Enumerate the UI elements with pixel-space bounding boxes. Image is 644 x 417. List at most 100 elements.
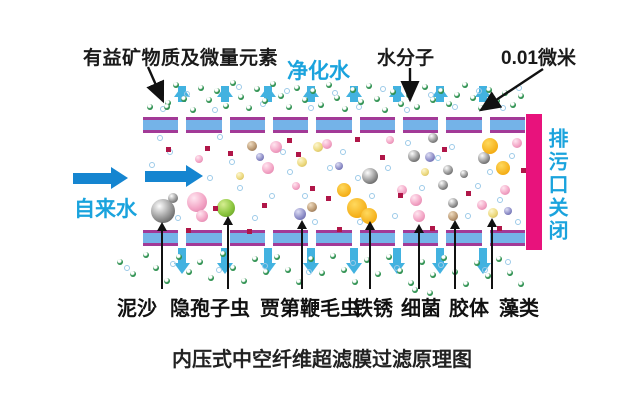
feed-flow-arrow-stem — [145, 170, 186, 182]
particle-gray-sphere — [168, 193, 178, 203]
water-molecule-dot — [302, 193, 308, 199]
water-molecule-dot — [487, 169, 493, 175]
mineral-dot — [364, 257, 370, 263]
water-molecule-dot — [505, 259, 511, 265]
contaminant-pointer-arrow-stem — [454, 228, 456, 289]
water-molecule-dot — [419, 185, 425, 191]
particle-paleyellow-sphere — [313, 142, 323, 152]
feed-flow-arrow-head — [111, 167, 128, 189]
water-molecule-label: 水分子 — [377, 48, 435, 69]
mineral-dot — [294, 85, 300, 91]
particle-gold-sphere — [361, 208, 377, 224]
mineral-dot — [510, 102, 516, 108]
particle-pink-sphere — [397, 185, 407, 195]
mineral-dot — [485, 273, 491, 279]
mineral-dot — [412, 287, 418, 293]
mineral-dot — [463, 281, 469, 287]
rust-particle — [337, 227, 342, 232]
tap-water-label: 自来水 — [74, 198, 137, 221]
particle-pink-sphere — [292, 182, 300, 190]
particle-pink-sphere — [413, 210, 425, 222]
permeate-arrow-up-stem — [350, 86, 358, 102]
particle-pink-sphere — [386, 136, 394, 144]
contaminant-label-3: 贾第鞭毛虫 — [260, 298, 360, 320]
rust-particle — [521, 168, 526, 173]
permeate-arrow-down — [432, 248, 448, 274]
contaminant-pointer-arrow-head — [365, 221, 375, 230]
particle-tan-sphere — [307, 202, 317, 212]
contaminant-label-6: 胶体 — [449, 298, 489, 320]
mineral-dot — [518, 93, 524, 99]
membrane-top — [143, 117, 525, 133]
rust-particle — [262, 203, 267, 208]
particle-gray-sphere — [438, 180, 448, 190]
rust-particle — [466, 191, 471, 196]
membrane-segment — [186, 230, 222, 246]
water-molecule-dot — [340, 149, 346, 155]
mineral-dot — [286, 104, 292, 110]
purified-water-label: 净化水 — [287, 60, 350, 83]
particle-gray-sphere — [478, 152, 490, 164]
particle-pink-sphere — [512, 138, 522, 148]
mineral-dot — [502, 90, 508, 96]
contaminant-label-1: 泥沙 — [117, 298, 157, 320]
mineral-dot — [375, 271, 381, 277]
rust-particle — [310, 186, 315, 191]
contaminant-label-2: 隐孢子虫 — [170, 298, 250, 320]
contaminant-pointer-arrow-stem — [491, 226, 493, 289]
water-molecule-dot — [175, 215, 181, 221]
rust-particle — [296, 152, 301, 157]
membrane-segment — [402, 117, 439, 133]
mineral-dot — [156, 89, 162, 95]
membrane-segment — [489, 230, 525, 246]
contaminant-pointer-arrow-stem — [227, 224, 229, 289]
membrane-segment — [316, 117, 352, 133]
water-molecule-dot — [280, 149, 286, 155]
drain-outlet-bar — [526, 114, 542, 250]
mineral-dot — [438, 88, 444, 94]
particle-pink-sphere — [477, 200, 487, 210]
particle-pink-sphere — [270, 141, 282, 153]
water-molecule-dot — [236, 84, 242, 90]
mineral-dot — [319, 270, 325, 276]
mineral-dot — [296, 279, 302, 285]
mineral-dot — [462, 82, 468, 88]
permeate-arrow-up-stem — [221, 86, 229, 102]
water-molecule-dot — [217, 134, 223, 140]
water-molecule-dot — [149, 162, 155, 168]
permeate-arrow-down-stem — [307, 248, 315, 263]
water-molecule-dot — [237, 185, 243, 191]
water-molecule-dot — [124, 265, 130, 271]
rust-particle — [213, 206, 218, 211]
permeate-arrow-up — [260, 86, 276, 102]
particle-green-sphere — [217, 199, 235, 217]
water-molecule-dot — [312, 219, 318, 225]
mineral-dot — [334, 95, 340, 101]
mineral-dot — [263, 269, 269, 275]
permeate-arrow-up-stem — [393, 86, 401, 102]
permeate-arrow-down-stem — [479, 248, 487, 263]
mineral-dot — [130, 271, 136, 277]
particle-purple-sphere — [294, 208, 306, 220]
membrane-segment — [143, 230, 179, 246]
permeate-arrow-down — [303, 248, 319, 274]
mineral-dot — [398, 101, 404, 107]
membrane-segment — [186, 117, 222, 133]
water-molecule-dot — [438, 262, 444, 268]
water-molecule-dot — [262, 263, 268, 269]
membrane-segment — [272, 117, 309, 133]
particle-gold-sphere — [482, 138, 498, 154]
water-molecule-dot — [216, 267, 222, 273]
permeate-arrow-down-stem — [264, 248, 272, 263]
contaminant-label-4: 铁锈 — [353, 298, 393, 320]
mineral-dot — [230, 80, 236, 86]
permeate-arrow-up-stem — [307, 86, 315, 102]
mineral-dot — [181, 96, 187, 102]
membrane-segment — [316, 230, 352, 246]
contaminant-pointer-arrow-head — [414, 224, 424, 233]
particle-tan-sphere — [247, 141, 257, 151]
mineral-dot — [414, 104, 420, 110]
contaminant-label-7: 藻类 — [499, 298, 539, 320]
rust-particle — [430, 226, 435, 231]
